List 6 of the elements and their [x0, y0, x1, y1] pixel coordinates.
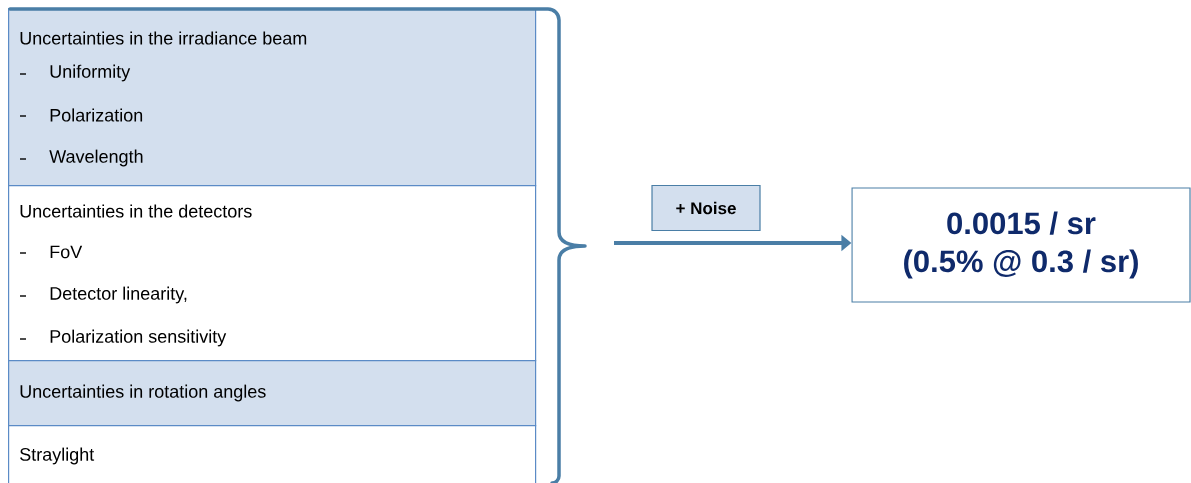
table-row: Uncertainties in rotation angles: [8, 360, 537, 427]
table-row: Uncertainties in the irradiance beam Uniformity Polarization Wavelength: [8, 8, 537, 187]
result-box: 0.0015 / sr (0.5% @ 0.3 / sr): [851, 187, 1191, 303]
noise-box: + Noise: [651, 184, 761, 232]
table-row: Straylight: [8, 425, 537, 483]
table-row: Uncertainties in the detectors FoV Detector linearity, Polarization sensitivity: [8, 185, 537, 362]
